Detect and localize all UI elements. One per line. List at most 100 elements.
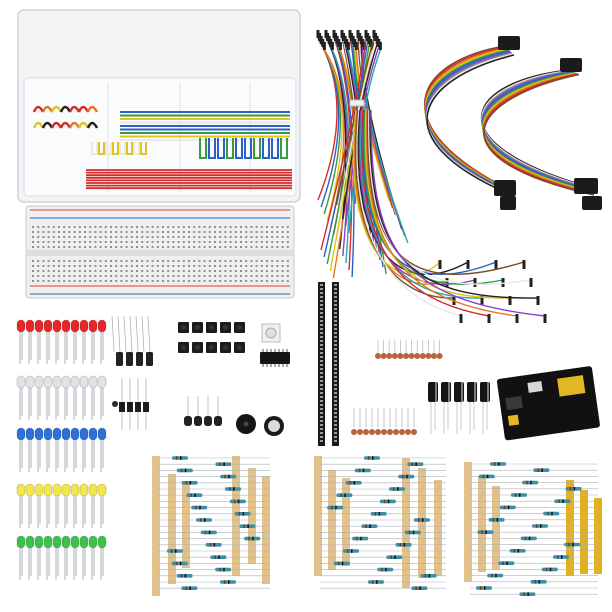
breadboard-hole [208,265,211,267]
u-jumper [105,142,112,155]
breadboard-hole [208,275,211,277]
jumper-pin [375,36,379,44]
jumper-pin [466,260,470,269]
resistor-band [209,543,212,547]
resistor-band [228,580,230,584]
ceramic-capacitor [369,429,375,435]
resistor-band [175,549,177,553]
jumper-pin [358,33,362,41]
breadboard-hole [94,265,97,267]
breadboard-hole [104,226,107,228]
breadboard-hole [219,236,222,238]
buzzer-hole [243,421,249,427]
header-pin [320,428,323,430]
breadboard-hole [89,241,92,243]
breadboard-hole [286,260,289,262]
breadboard-hole [177,275,180,277]
breadboard-hole [198,226,201,228]
short-jumper [86,105,99,113]
jumper-wire [331,49,351,264]
breadboard-hole [42,226,45,228]
breadboard-hole [219,260,222,262]
breadboard-hole [188,260,190,262]
header-pin [334,308,337,310]
breadboard-hole [271,236,274,238]
resistor-tape [248,468,256,564]
breadboard-hole [89,270,92,272]
push-button-cap [237,325,242,330]
header-pin [320,300,323,302]
breadboard-hole [203,226,206,228]
breadboard-hole [68,270,71,272]
jumper-pin [529,278,533,287]
breadboard-hole [188,265,190,267]
breadboard-hole [136,260,138,262]
breadboard-hole [68,241,71,243]
breadboard-hole [250,241,253,243]
breadboard-hole [286,236,289,238]
breadboard-hole [234,236,237,238]
breadboard-hole [281,226,284,228]
breadboard-hole [229,236,232,238]
breadboard-hole [260,270,263,272]
resistor-band [536,524,538,528]
breadboard-hole [286,246,289,248]
led [25,535,35,549]
breadboard-hole [136,280,138,282]
resistor-band [243,524,245,528]
resistor-band [568,542,570,547]
resistor-band [185,586,187,590]
breadboard-hole [110,231,112,233]
breadboard-hole [37,265,40,267]
resistor-tape [168,474,176,584]
breadboard-hole [52,275,55,277]
breadboard-hole [136,231,138,233]
breadboard-hole [115,236,118,238]
breadboard-hole [167,280,170,282]
header-pin [320,400,323,402]
ic-pin [286,349,288,352]
breadboard-hole [32,280,34,282]
resistor-tape [262,476,270,584]
breadboard-hole [63,241,66,243]
u-jumper [226,138,234,159]
breadboard-hole [120,260,123,262]
breadboard-hole [255,260,258,262]
breadboard-hole [104,231,107,233]
breadboard-hole [193,260,196,262]
breadboard-hole [42,236,45,238]
breadboard-hole [125,236,128,238]
dupont-connector [574,178,598,194]
breadboard-hole [37,270,40,272]
jumper-pin [480,296,484,305]
breadboard-hole [99,265,102,267]
breadboard-hole [115,265,118,267]
breadboard-hole [214,226,216,228]
breadboard-hole [37,226,40,228]
led [97,319,107,333]
jumper-pin [345,39,349,47]
breadboard-hole [229,280,232,282]
breadboard-hole [151,275,154,277]
diode-body [119,402,125,412]
breadboard-hole [99,246,102,248]
ic-pin [262,364,264,367]
resistor-band [368,456,370,460]
breadboard-hole [167,265,170,267]
breadboard-hole [162,236,164,238]
ceramic-capacitor [381,429,387,435]
breadboard-hole [240,231,242,233]
breadboard-hole [167,241,170,243]
diode-lead [129,315,133,353]
breadboard-hole [130,280,133,282]
breadboard-hole [260,231,263,233]
led [25,319,35,333]
header-pin [334,336,337,338]
transistor-top [116,352,123,366]
breadboard-hole [219,275,222,277]
u-jumper [133,142,140,155]
ceramic-capacitor [386,353,393,359]
breadboard-hole [156,231,159,233]
breadboard-hole [130,226,133,228]
